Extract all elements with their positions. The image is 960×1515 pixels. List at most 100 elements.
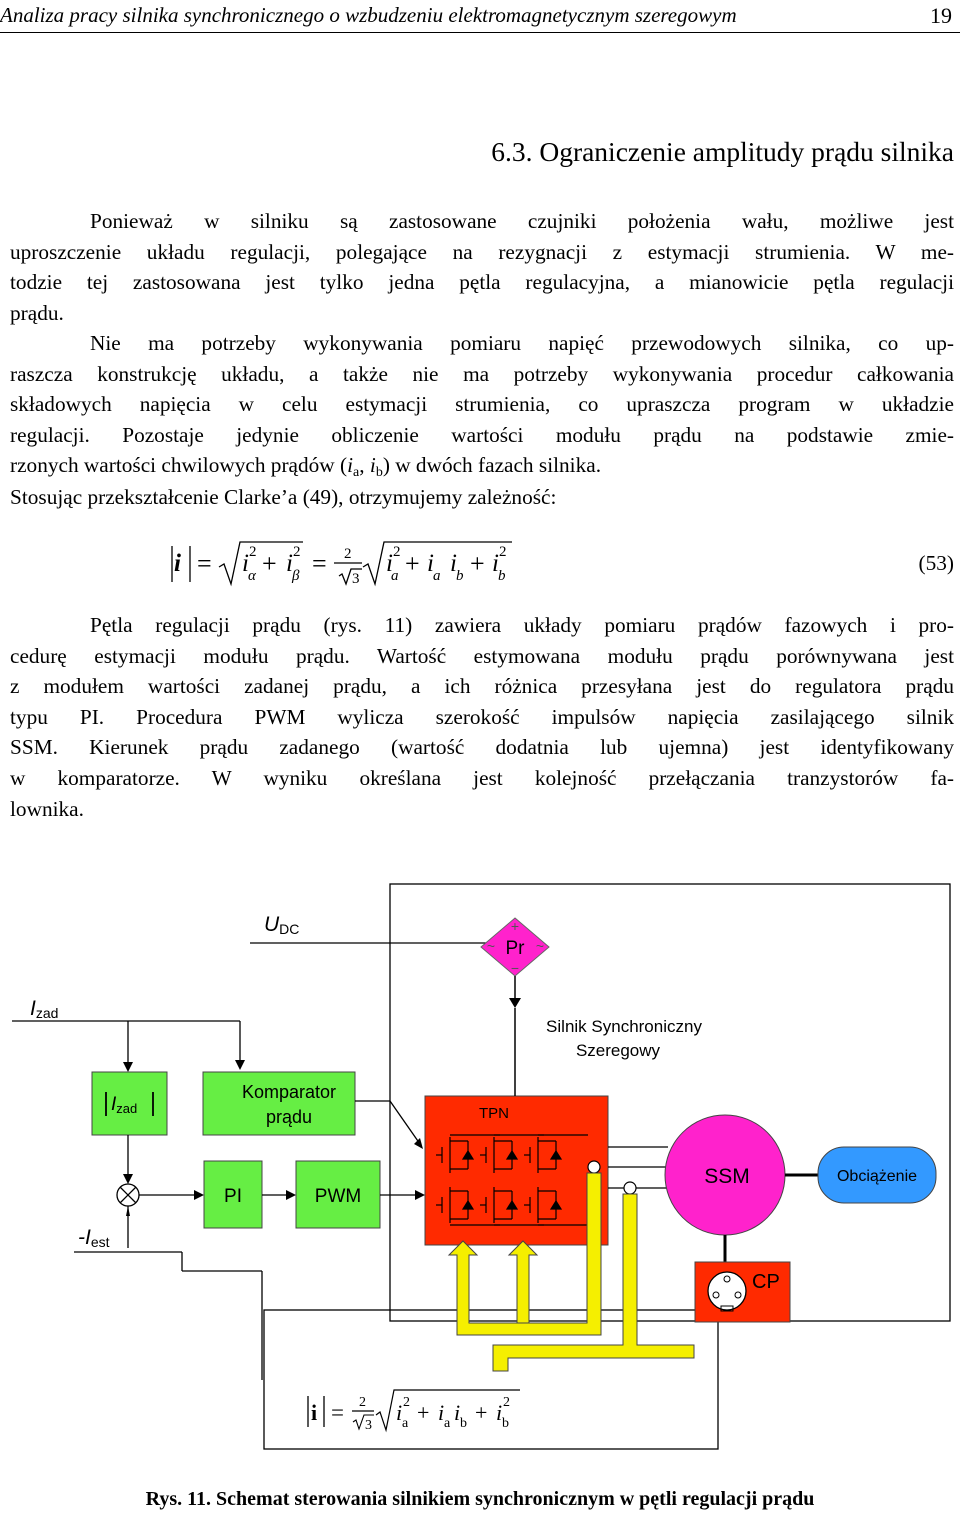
text-line: z modułem wartości zadanej prądu, a ich … — [10, 674, 954, 699]
svg-text:2: 2 — [403, 1395, 410, 1410]
paragraph-4: Pętla regulacji prądu (rys. 11) zawiera … — [10, 610, 954, 824]
svg-text:3: 3 — [365, 1418, 372, 1433]
equation-number: (53) — [918, 551, 954, 575]
pwm-block: PWM — [295, 1160, 381, 1229]
eq-i: i — [427, 550, 434, 577]
paragraph-2: Nie ma potrzeby wykonywania pomiaru napi… — [10, 328, 954, 489]
motor-frame — [389, 883, 951, 1322]
izad-label: Izad — [30, 997, 58, 1021]
svg-text:=: = — [331, 1400, 344, 1425]
text-line: w komparatorze. W wyniku określana jest … — [10, 765, 954, 790]
text-line: SSM. Kierunek prądu zadanego (wartość do… — [10, 735, 954, 760]
position-sensor-cp: CP — [694, 1261, 791, 1323]
eq-i-abs: i — [174, 550, 181, 577]
comparator-block: Komparator prądu — [202, 1071, 356, 1136]
control-scheme-diagram: UDC Pr + − ~ ~ Izad Silnik Synchroniczny… — [12, 883, 951, 1450]
svg-text:i: i — [311, 1400, 317, 1425]
eq-equals: = — [197, 549, 212, 578]
rectifier-pr: Pr + − ~ ~ — [480, 917, 550, 977]
svg-text:i: i — [454, 1400, 460, 1425]
motor-label: Szeregowy — [576, 1041, 661, 1060]
eq-i: i — [492, 550, 499, 577]
paragraph-1: Ponieważ w silniku są zastosowane czujni… — [10, 206, 954, 328]
svg-text:−: − — [511, 960, 519, 976]
svg-text:CP: CP — [752, 1271, 780, 1293]
svg-text:Izad: Izad — [111, 1094, 137, 1116]
text-line: cedurę estymacji modułu prądu. Wartość e… — [10, 643, 954, 668]
text-line: Nie ma potrzeby wykonywania pomiaru napi… — [90, 331, 954, 355]
svg-text:PWM: PWM — [315, 1186, 361, 1207]
eq-plus: + — [405, 549, 420, 578]
eq-sub-alpha: α — [248, 568, 257, 584]
svg-text:a: a — [402, 1416, 409, 1431]
eq-plus: + — [470, 549, 485, 578]
text-line: rzonych wartości chwilowych prądów (ia, … — [10, 453, 602, 481]
page-header: Analiza pracy silnika synchronicznego o … — [0, 0, 960, 33]
eq-sup-2: 2 — [393, 544, 401, 560]
text-line: lownika. — [10, 796, 84, 821]
text-line: uproszczenie układu regulacji, polegając… — [10, 239, 954, 264]
svg-text:Komparator: Komparator — [242, 1082, 336, 1102]
svg-text:+: + — [475, 1400, 487, 1425]
svg-text:b: b — [460, 1416, 467, 1431]
eq-sub-b: b — [456, 568, 464, 584]
text-line: Pętla regulacji prądu (rys. 11) zawiera … — [90, 613, 954, 637]
feedback-arrows — [447, 1172, 695, 1372]
svg-text:TPN: TPN — [479, 1105, 509, 1122]
eq-plus: + — [262, 549, 277, 578]
eq-sub-a: a — [391, 568, 399, 584]
eq-i: i — [242, 550, 249, 577]
eq-frac-num: 2 — [344, 546, 352, 562]
eq-i: i — [286, 550, 293, 577]
text-line: prądu. — [10, 300, 64, 325]
svg-text:2: 2 — [503, 1395, 510, 1410]
pi-block: PI — [203, 1160, 263, 1229]
eq-sup-2: 2 — [249, 544, 257, 560]
svg-text:+: + — [417, 1400, 429, 1425]
eq-sup-2: 2 — [499, 544, 507, 560]
svg-text:~: ~ — [487, 938, 495, 954]
eq-sub-b: b — [498, 568, 506, 584]
eq-sub-beta: β — [291, 568, 300, 584]
svg-text:a: a — [444, 1416, 451, 1431]
svg-text:i: i — [438, 1400, 444, 1425]
text-line: Stosując przekształcenie Clarke’a (49), … — [10, 485, 557, 509]
bottom-formula: i = 2 3 i 2 a + i a i b + i 2 b — [307, 1389, 520, 1433]
text-line: składowych napięcia w celu estymacji str… — [10, 392, 954, 417]
measurement-frame — [263, 1309, 719, 1450]
svg-text:Pr: Pr — [506, 938, 526, 959]
svg-text:2: 2 — [359, 1395, 366, 1410]
motor-label: Silnik Synchroniczny — [546, 1017, 702, 1036]
svg-text:i: i — [496, 1400, 502, 1425]
eq-equals: = — [312, 549, 327, 578]
svg-text:+: + — [511, 918, 519, 934]
load-block: Obciążenie — [817, 1146, 937, 1204]
svg-text:SSM: SSM — [704, 1165, 750, 1188]
text-line: typu PI. Procedura PWM wylicza szerokość… — [10, 704, 954, 729]
abs-izad-block: Izad — [91, 1071, 168, 1136]
text-line: Ponieważ w silniku są zastosowane czujni… — [90, 209, 954, 233]
udc-label: UDC — [264, 913, 299, 937]
eq-i: i — [450, 550, 457, 577]
svg-text:i: i — [396, 1400, 402, 1425]
svg-text:prądu: prądu — [266, 1107, 312, 1127]
svg-text:PI: PI — [224, 1186, 242, 1207]
text-line: regulacji. Pozostaje jedynie obliczenie … — [10, 422, 954, 447]
svg-text:Obciążenie: Obciążenie — [837, 1168, 917, 1185]
text-line: raszcza konstrukcję układu, a także nie … — [10, 361, 954, 386]
inverter-tpn: TPN — [424, 1095, 609, 1246]
svg-text:~: ~ — [536, 938, 544, 954]
text-line: todzie tej zastosowana jest tylko jedna … — [10, 270, 954, 295]
figure-caption: Rys. 11. Schemat sterowania silnikiem sy… — [145, 1488, 815, 1510]
page-number: 19 — [930, 3, 952, 28]
eq-frac-den: 3 — [352, 571, 360, 587]
eq-sub-a: a — [433, 568, 441, 584]
eq-i: i — [386, 550, 393, 577]
iest-label: -Iest — [78, 1226, 110, 1250]
eq-sup-2: 2 — [293, 544, 301, 560]
section-title: 6.3. Ograniczenie amplitudy prądu silnik… — [491, 136, 954, 167]
motor-ssm: SSM — [664, 1114, 786, 1236]
equation-53: i i i i i i i α β a a b b 2 2 2 2 2 3 = … — [171, 541, 512, 587]
running-title: Analiza pracy silnika synchronicznego o … — [0, 3, 737, 27]
paragraph-3: Stosując przekształcenie Clarke’a (49), … — [10, 482, 954, 513]
